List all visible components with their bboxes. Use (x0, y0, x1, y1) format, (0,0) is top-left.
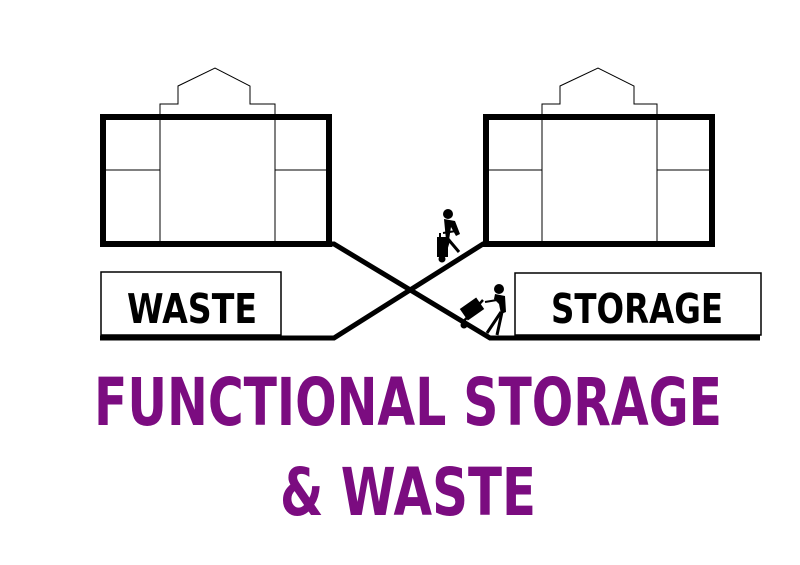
right-building (483, 67, 715, 247)
left-building-frame (100, 114, 332, 247)
ramp-waste-to-right-building (100, 241, 486, 341)
left-building (100, 67, 332, 247)
left-building-gable (159, 67, 276, 119)
waste-box: WASTE (100, 271, 282, 336)
right-building-gable (541, 67, 658, 119)
crossing-ramps (100, 241, 760, 341)
worker-with-hand-truck-icon (437, 209, 461, 263)
waste-box-frame (100, 271, 282, 336)
title-line-1: FUNCTIONAL STORAGE (94, 364, 722, 441)
worker-with-hand-truck-icon (459, 284, 506, 336)
storage-box: STORAGE (514, 272, 762, 336)
right-building-frame (483, 114, 715, 247)
storage-box-label: STORAGE (551, 285, 723, 333)
title-line-2: & WASTE (280, 454, 536, 531)
title: FUNCTIONAL STORAGE & WASTE (94, 364, 722, 531)
storage-box-frame (514, 272, 762, 336)
waste-box-label: WASTE (127, 285, 257, 333)
